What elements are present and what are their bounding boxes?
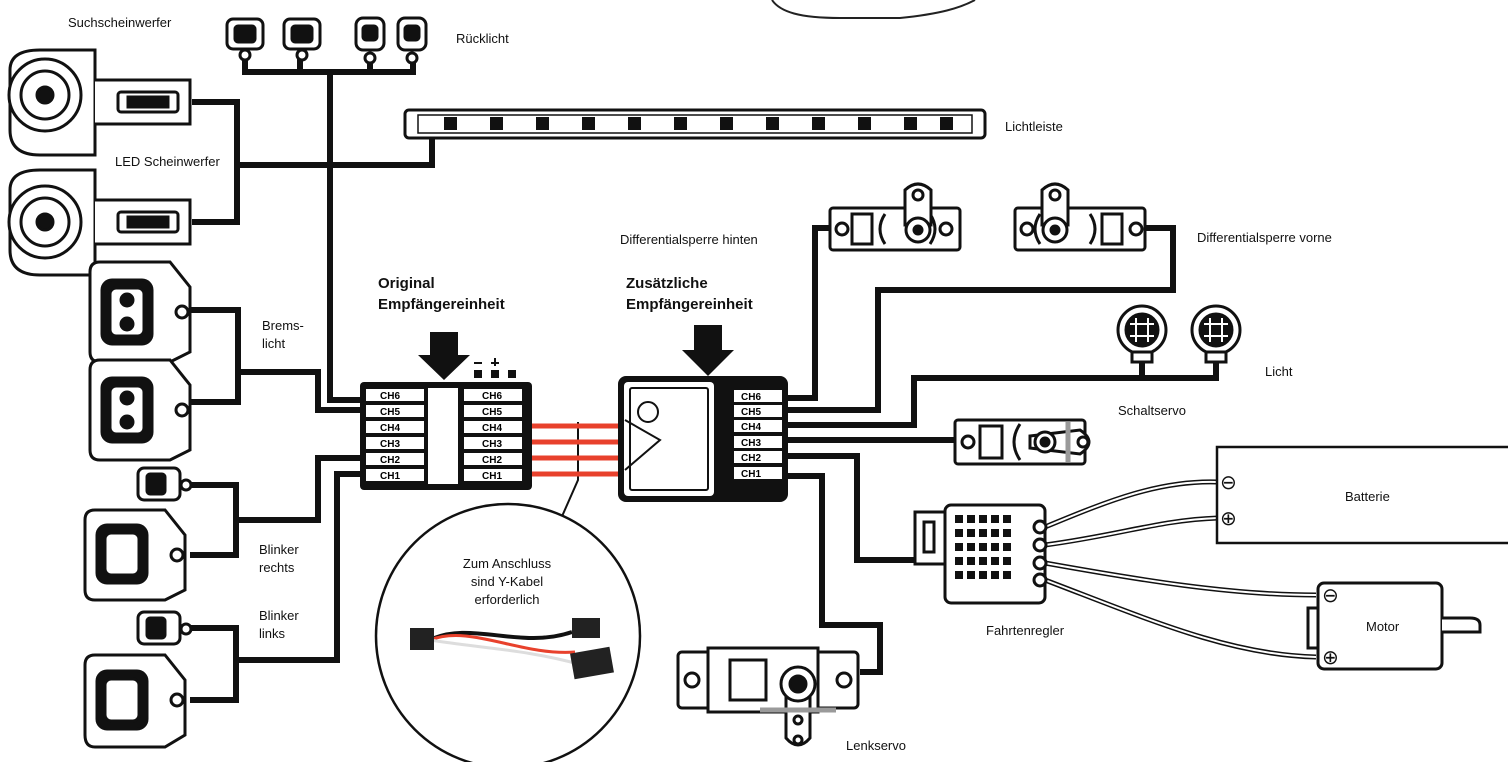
motor-minus-symbol: ⊖ [1322,583,1339,607]
orig-ch-right-label: CH3 [482,439,502,450]
extra-receiver-arrow [682,325,734,376]
label-lichtleiste: Lichtleiste [1005,119,1063,134]
label-y-kabel-note: Zum Anschluss sind Y-Kabel erforderlich [462,556,552,607]
top-device-fragment [771,0,976,19]
original-receiver-arrow [418,332,470,380]
orig-ch-right: CH6 CH5 CH4 CH3 CH2 CH1 [464,389,522,482]
motor-plus-symbol: ⊕ [1322,645,1339,669]
wire-diff-hinten [788,225,835,401]
extra-ch-label: CH4 [741,422,761,433]
orig-ch-left-label: CH6 [380,391,400,402]
wire-fahrtenregler [788,453,948,563]
extra-ch: CH6 CH5 CH4 CH3 CH2 CH1 [734,390,782,480]
wire-lichtleiste [330,138,435,168]
label-led-scheinwerfer: LED Scheinwerfer [115,154,220,169]
label-lenkservo: Lenkservo [846,738,906,753]
motor-unit [1306,581,1482,671]
fahrtenregler-unit [913,503,1048,605]
extra-ch-label: CH6 [741,392,761,403]
label-suchscheinwerfer: Suchscheinwerfer [68,15,172,30]
original-receiver: CH6 CH5 CH4 CH3 CH2 CH1 CH6 CH5 CH4 CH3 … [360,332,532,490]
wire-bremslicht [190,307,360,413]
batterie-unit [1215,445,1508,545]
label-original-receiver: Original Empfängereinheit [378,275,505,313]
orig-ch-right-label: CH5 [482,407,502,418]
bremslicht-units [88,260,192,462]
licht-units [1116,304,1242,364]
polarity-symbols: ⊖ ⊕ ⊖ ⊕ [1220,470,1339,669]
y-cable-callout [374,502,642,762]
schaltservo-unit [953,418,1091,466]
blinker-rechts-unit [83,466,193,602]
label-diff-hinten: Differentialsperre hinten [620,232,758,247]
extra-ch-label: CH2 [741,453,761,464]
wire-lenkservo [788,473,883,675]
orig-ch-right-label: CH2 [482,455,502,466]
extra-ch-label: CH1 [741,469,761,480]
diff-hinten-servo [828,182,962,252]
label-ruecklicht: Rücklicht [456,31,509,46]
label-fahrtenregler: Fahrtenregler [986,623,1065,638]
label-motor: Motor [1366,619,1400,634]
orig-ch-left-label: CH5 [380,407,400,418]
wire-blinker-rechts [185,455,360,558]
lenkservo-unit [676,646,860,747]
orig-ch-right-label: CH1 [482,471,502,482]
wire-blinker-links [185,471,360,703]
lichtleiste-unit [403,108,987,140]
orig-ch-left-label: CH4 [380,423,400,434]
label-blinker-rechts: Blinker rechts [259,542,299,575]
label-bremslicht: Brems- licht [262,318,304,351]
wire-diff-vorne [788,225,1176,413]
orig-ch-left: CH6 CH5 CH4 CH3 CH2 CH1 [366,389,424,482]
orig-ch-right-label: CH6 [482,391,502,402]
polarity-marks [474,358,516,378]
label-extra-receiver: Zusätzliche Empfängereinheit [626,275,753,313]
orig-ch-left-label: CH2 [380,455,400,466]
orig-ch-right-label: CH4 [482,423,502,434]
wire-headlights [192,99,330,225]
label-batterie: Batterie [1345,489,1390,504]
label-schaltservo: Schaltservo [1118,403,1186,418]
power-cables-inner [1044,480,1317,658]
label-diff-vorne: Differentialsperre vorne [1197,230,1332,245]
battery-plus-symbol: ⊕ [1220,506,1237,530]
y-cable-picture [410,618,614,680]
label-blinker-links: Blinker links [259,608,299,641]
extra-ch-label: CH5 [741,407,761,418]
battery-minus-symbol: ⊖ [1220,470,1237,494]
orig-ch-left-label: CH3 [380,439,400,450]
wire-ruecklicht-bus [242,58,416,403]
diff-vorne-servo [1013,182,1147,252]
blinker-links-unit [83,610,193,749]
wire-licht [788,362,1219,428]
scheinwerfer-units [7,48,192,277]
ruecklicht-units [225,16,428,65]
extra-ch-label: CH3 [741,438,761,449]
extra-receiver: CH6 CH5 CH4 CH3 CH2 CH1 [618,325,788,502]
orig-ch-left-label: CH1 [380,471,400,482]
label-licht: Licht [1265,364,1293,379]
